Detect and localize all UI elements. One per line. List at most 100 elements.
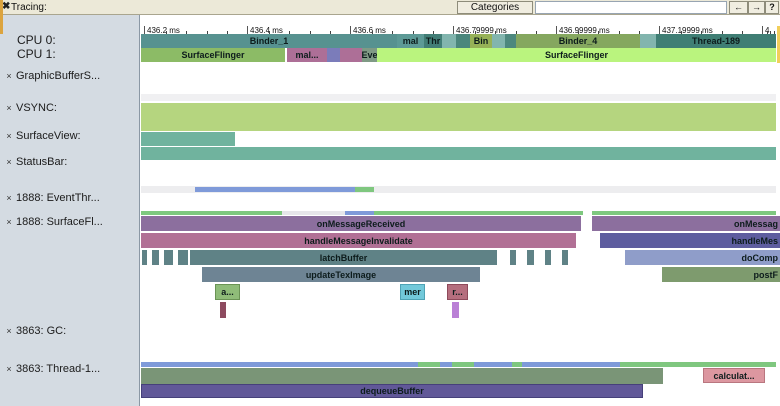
categories-button[interactable]: Categories: [457, 1, 533, 14]
ruler-minor-tick: [289, 31, 290, 34]
slice-cpu0-seg[interactable]: [456, 34, 470, 48]
tracing-icon: ✖: [2, 1, 11, 12]
close-track-button[interactable]: ×: [6, 71, 12, 81]
forward-button[interactable]: →: [748, 1, 765, 14]
slice-sf-thin[interactable]: [345, 211, 374, 215]
slice-postf[interactable]: postF: [662, 267, 780, 282]
slice-cpu0-seg[interactable]: [492, 34, 505, 48]
slice-latch-tick[interactable]: [152, 250, 159, 265]
slice-sf-thin[interactable]: [374, 211, 583, 215]
track-label: 3863: Thread-1...: [16, 363, 101, 375]
ruler-minor-tick: [227, 31, 228, 34]
ruler-minor-tick: [598, 31, 599, 34]
ruler-minor-tick: [516, 31, 517, 34]
slice-binder-1[interactable]: Binder_1: [141, 34, 397, 48]
ruler-minor-tick: [166, 31, 167, 34]
slice-latch-tick[interactable]: [545, 250, 551, 265]
slice-sf-thin[interactable]: [141, 211, 282, 215]
slice-eventthread[interactable]: [355, 187, 374, 192]
slice-thread-run[interactable]: [141, 368, 663, 384]
slice-onmessagereceived[interactable]: onMessag: [592, 216, 780, 231]
slice-surfaceview[interactable]: [141, 132, 235, 146]
slice-thread-thin[interactable]: [141, 362, 418, 367]
slice-latch-tick[interactable]: [562, 250, 568, 265]
slice-latchbuffer[interactable]: latchBuffer: [190, 250, 497, 265]
slice-thread-thin[interactable]: [452, 362, 474, 367]
ruler-minor-tick: [186, 31, 187, 34]
slice-cpu0-seg[interactable]: [442, 34, 456, 48]
close-track-button[interactable]: ×: [6, 364, 12, 374]
slice-tick-maroon[interactable]: [220, 302, 226, 318]
slice-thread-189[interactable]: Thread-189: [656, 34, 776, 48]
slice-thread-thin[interactable]: [522, 362, 620, 367]
close-track-button[interactable]: ×: [6, 193, 12, 203]
slice-cpu1-seg[interactable]: [327, 48, 340, 62]
track-label: 3863: GC:: [16, 325, 67, 337]
sidebar: CPU 0:CPU 1:×GraphicBufferS...×VSYNC:×Su…: [0, 15, 140, 406]
slice-latch-tick[interactable]: [142, 250, 147, 265]
ruler-segment: 436.99999 ms: [556, 26, 659, 35]
slice-thread-thin[interactable]: [418, 362, 440, 367]
slice-surfaceflinger[interactable]: SurfaceFlinger: [377, 48, 776, 62]
slice-onmessagereceived[interactable]: onMessageReceived: [141, 216, 581, 231]
slice-vsync[interactable]: [141, 103, 776, 131]
slice-cpu0-seg[interactable]: [640, 34, 656, 48]
slice-updatetexbimage[interactable]: updateTexImage: [202, 267, 480, 282]
ruler-segment: 436.2 ms: [144, 26, 247, 35]
filter-input[interactable]: [535, 1, 727, 14]
slice-cpu0-mal[interactable]: mal: [397, 34, 424, 48]
slice-cpu1-mal[interactable]: mal...: [287, 48, 327, 62]
ruler-minor-tick: [495, 31, 496, 34]
close-track-button[interactable]: ×: [6, 157, 12, 167]
slice-cpu0-thr[interactable]: Thr: [424, 34, 442, 48]
slice-thread-thin[interactable]: [620, 362, 776, 367]
ruler-tick-label: 436.99999 ms: [559, 26, 610, 35]
slice-surfaceflinger[interactable]: SurfaceFlinger: [141, 48, 285, 62]
track-label: SurfaceView:: [16, 130, 81, 142]
slice-surfaceview[interactable]: [141, 147, 776, 160]
sidebar-row: × VSYNC:: [0, 101, 140, 115]
slice-latch-tick[interactable]: [510, 250, 516, 265]
ruler-segment: 437.19999 ms: [659, 26, 762, 35]
slice-latch-tick[interactable]: [164, 250, 173, 265]
slice-dequeuebuffer[interactable]: dequeueBuffer: [141, 384, 643, 398]
close-track-button[interactable]: ×: [6, 103, 12, 113]
slice-handlemessageinvalidate[interactable]: handleMessageInvalidate: [141, 233, 576, 248]
slice-sf-thin[interactable]: [592, 211, 776, 215]
ruler-minor-tick: [619, 31, 620, 34]
slice-handlemessage[interactable]: handleMes: [600, 233, 780, 248]
slice-thread-thin[interactable]: [512, 362, 522, 367]
slice-r[interactable]: r...: [447, 284, 468, 300]
slice-tick-violet[interactable]: [452, 302, 459, 318]
back-button[interactable]: ←: [729, 1, 748, 14]
ruler-tick-label: 436.2 ms: [147, 26, 180, 35]
help-button[interactable]: ?: [765, 1, 779, 14]
ruler-tick-label: 437.19999 ms: [662, 26, 713, 35]
slice-thread-thin[interactable]: [440, 362, 452, 367]
slice-latch-tick[interactable]: [178, 250, 188, 265]
slice-binder-4[interactable]: Binder_4: [516, 34, 640, 48]
slice-a[interactable]: a...: [215, 284, 240, 300]
slice-eventthread[interactable]: [195, 187, 355, 192]
slice-cpu1-seg[interactable]: [340, 48, 362, 62]
slice-cpu1-eve[interactable]: Eve: [362, 48, 377, 62]
slice-mer[interactable]: mer: [400, 284, 425, 300]
ruler-minor-tick: [578, 31, 579, 34]
slice-calculat[interactable]: calculat...: [703, 368, 765, 383]
close-track-button[interactable]: ×: [6, 217, 12, 227]
slice-cpu0-seg[interactable]: [505, 34, 516, 48]
ruler-tick-label: 436.79999 ms: [456, 26, 507, 35]
ruler-minor-tick: [681, 31, 682, 34]
ruler-segment: 436.79999 ms: [453, 26, 556, 35]
ruler-minor-tick: [767, 31, 768, 34]
slice-sf-thin[interactable]: [282, 211, 345, 215]
track-label: VSYNC:: [16, 102, 57, 114]
slice-cpu0-bin[interactable]: Bin: [470, 34, 492, 48]
slice-latch-tick[interactable]: [527, 250, 534, 265]
ruler-minor-tick: [639, 31, 640, 34]
slice-docomp[interactable]: doComp: [625, 250, 780, 265]
close-track-button[interactable]: ×: [6, 326, 12, 336]
close-track-button[interactable]: ×: [6, 131, 12, 141]
slice-thread-thin[interactable]: [474, 362, 512, 367]
